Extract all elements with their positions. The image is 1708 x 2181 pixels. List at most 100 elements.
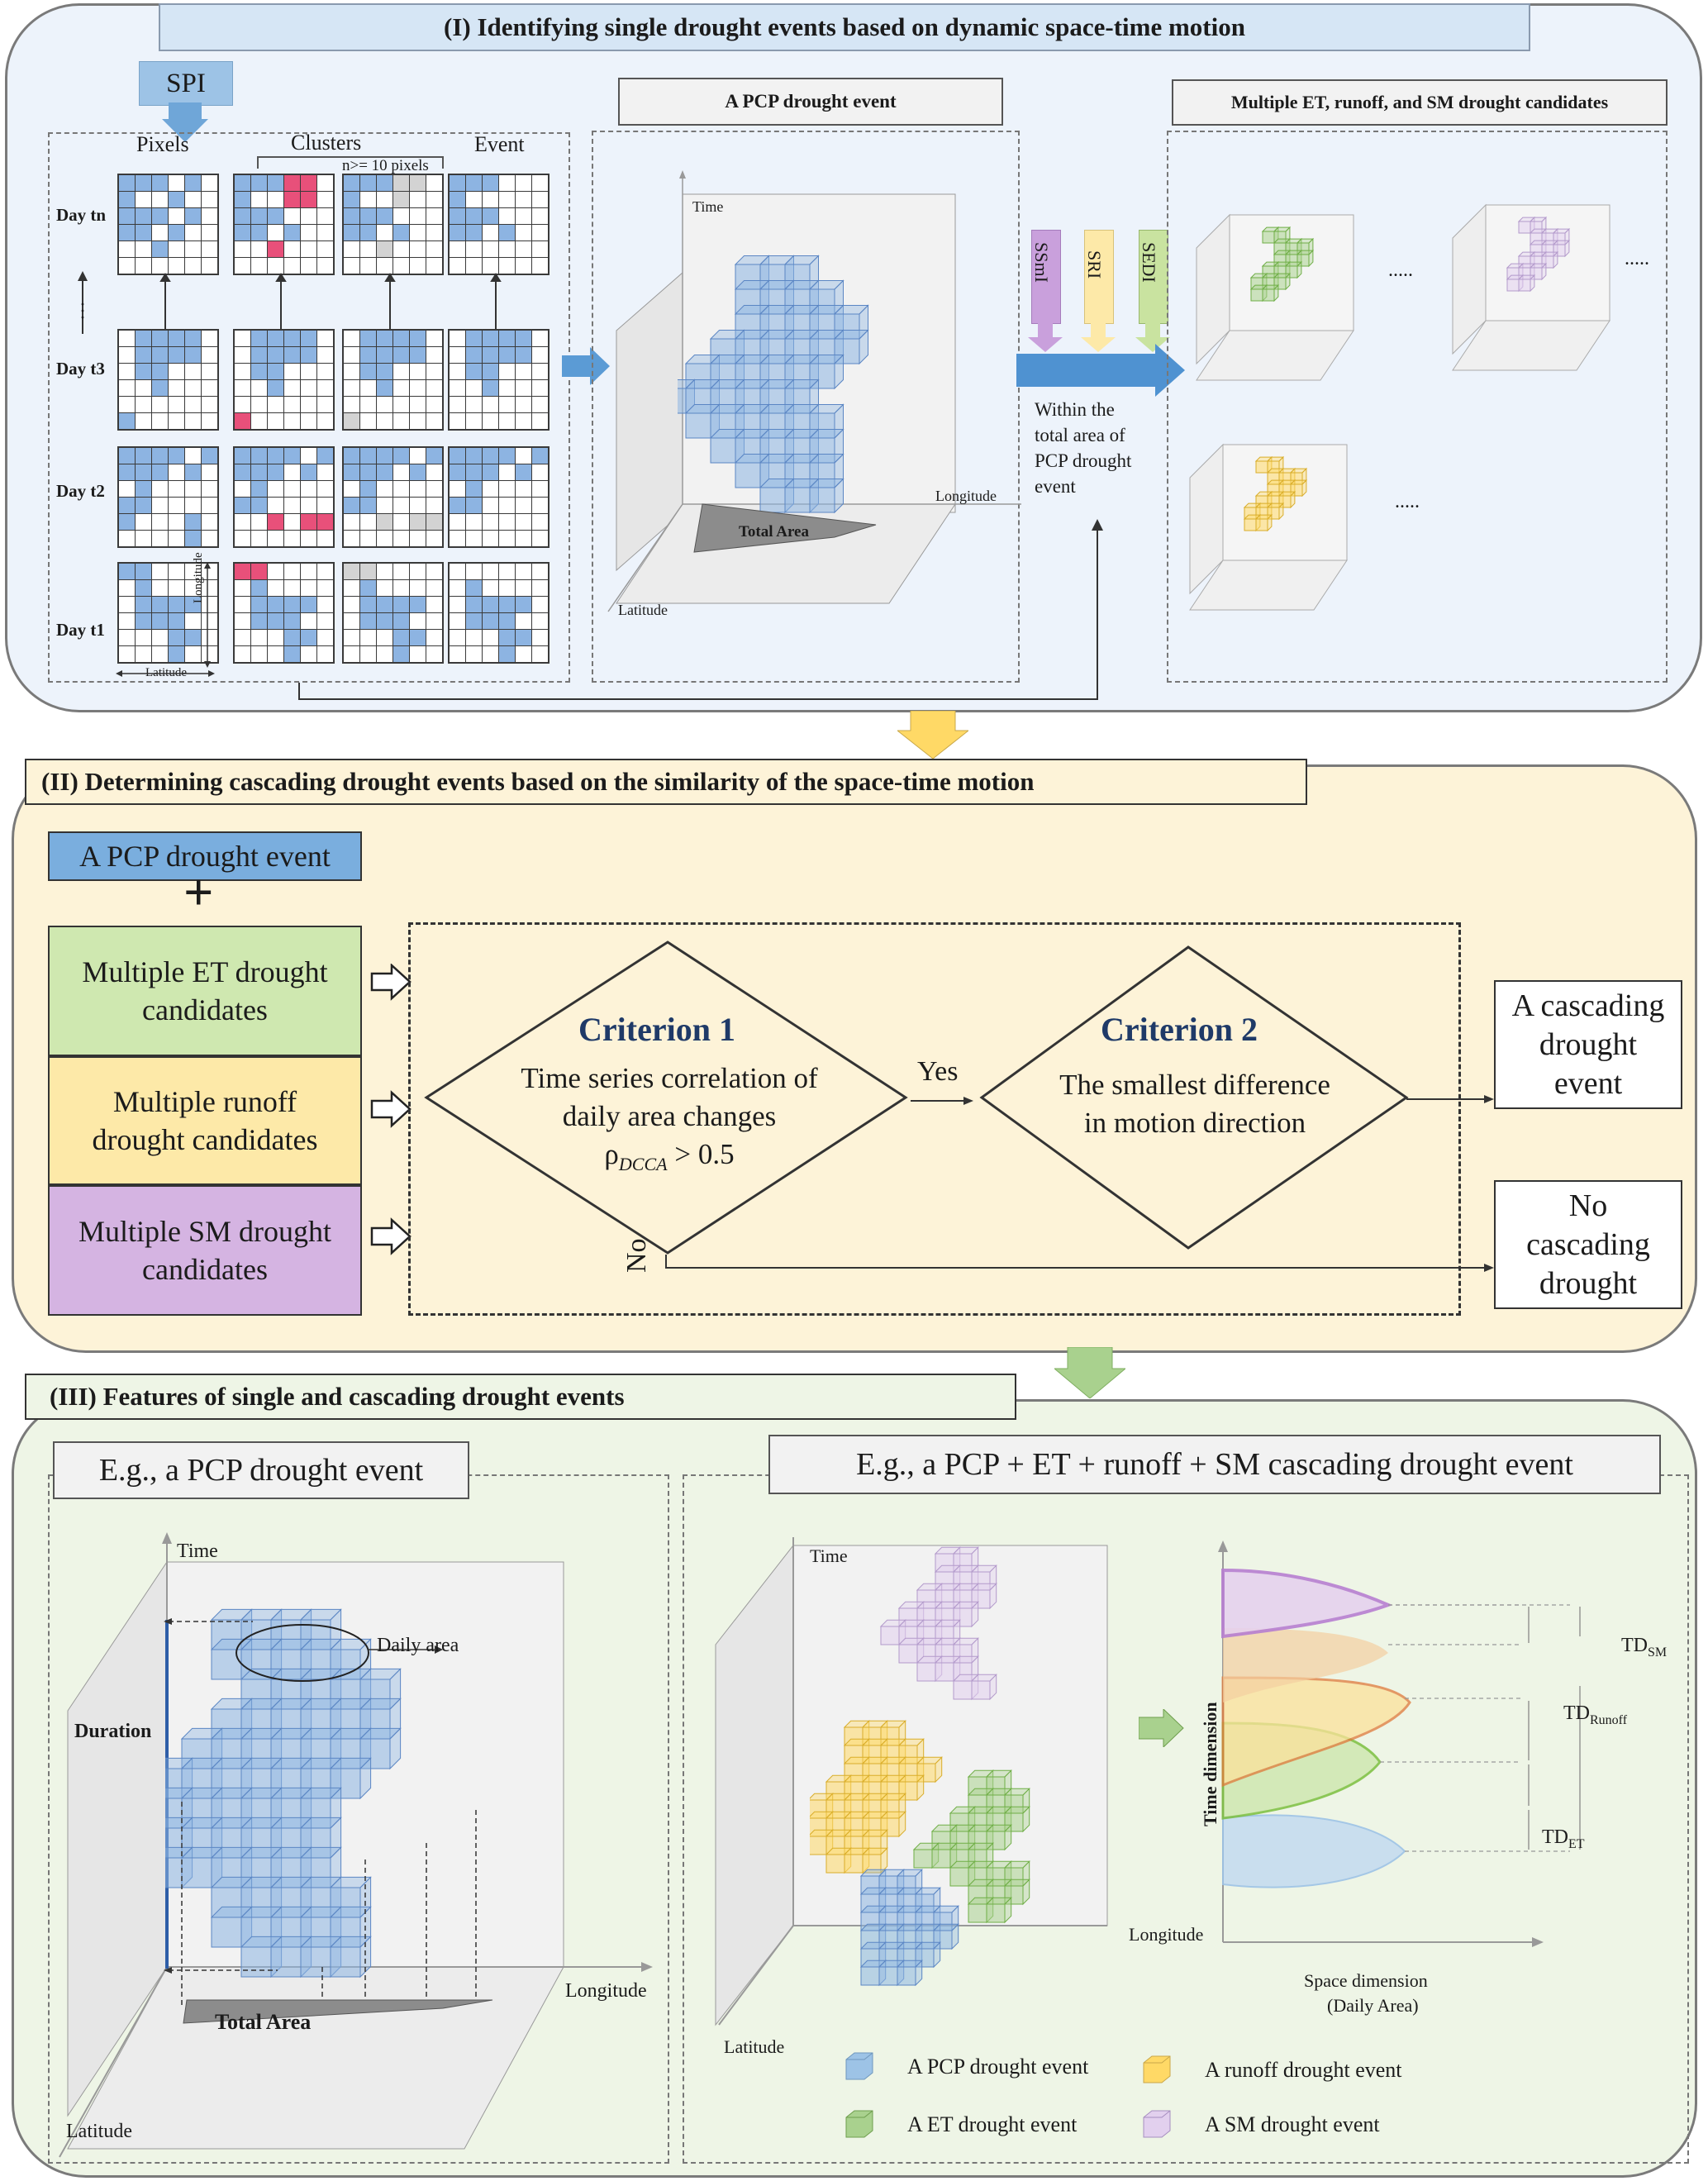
pcp-total-area-label: Total Area: [739, 523, 809, 540]
legend-runoff-icon: [1143, 2055, 1171, 2083]
cluster-bracket: [257, 156, 444, 169]
grid-clusters2-t1: [342, 562, 444, 664]
legend-sm-label: A SM drought event: [1205, 2112, 1380, 2136]
panel3-title: (III) Features of single and cascading d…: [25, 1374, 1016, 1420]
spi-down-arrow: [162, 102, 208, 142]
grid-up-arrows: [159, 273, 502, 329]
grid-clusters-t3: [233, 329, 335, 431]
legend-pcp-icon: [845, 2052, 873, 2080]
daily-area-paren-label: (Daily Area): [1327, 1995, 1419, 2016]
pcp-cube-longitude: Longitude: [935, 488, 997, 504]
runoff-candidate-cube: [1189, 443, 1348, 611]
pcp-total-area: [693, 503, 877, 553]
pcp-event-box-2: A PCP drought event: [48, 831, 362, 881]
voxel: [808, 354, 844, 390]
index-sedi-bar: SEDI: [1139, 230, 1168, 324]
day-ellipsis: ···: [79, 294, 86, 329]
grid-event-t3: [448, 329, 550, 431]
voxel: [359, 1727, 402, 1770]
voxel: [1296, 249, 1315, 268]
time-dimension-label: Time dimension: [1200, 1702, 1220, 1826]
day-t2-label: Day t2: [56, 481, 105, 501]
voxel: [808, 478, 844, 514]
td-runoff-label: TDRunoff: [1563, 1702, 1628, 1727]
voxel: [932, 1923, 959, 1950]
grid-pixels-t3: [117, 329, 219, 431]
no-label: No: [621, 1238, 652, 1273]
left-latitude-label: Latitude: [66, 2121, 132, 2142]
grid-pixels-tn: [117, 174, 219, 275]
voxel: [1517, 274, 1536, 293]
down-arrow-2: [1054, 1347, 1125, 1398]
to-curves-arrow: [1139, 1709, 1184, 1747]
sm-candidate-cube: [1452, 203, 1610, 371]
candidate-arrows: [370, 964, 412, 1255]
et-candidate-cube: [1196, 213, 1354, 381]
left-guides: [164, 1618, 493, 2024]
voxel: [879, 1811, 906, 1838]
grid-clusters-t2: [233, 446, 335, 548]
pcp-cube-time: Time: [692, 198, 724, 215]
ellipsis-2: .....: [1625, 248, 1649, 269]
grid-clusters2-t3: [342, 329, 444, 431]
grid-event-t2: [448, 446, 550, 548]
right-longitude-label: Longitude: [1129, 1924, 1204, 1945]
grid-longitude-arrow: [204, 562, 211, 668]
pcp-cube-latitude: Latitude: [618, 602, 668, 618]
legend-sm-icon: [1143, 2110, 1171, 2138]
voxel: [896, 1960, 923, 1987]
legend-et-icon: [845, 2110, 873, 2138]
plus-sign: +: [183, 863, 214, 921]
right-latitude-label: Latitude: [724, 2036, 785, 2057]
criteria-diamonds: [424, 940, 1409, 1255]
legend-runoff-label: A runoff drought event: [1205, 2058, 1402, 2082]
right-cube-voxels: [810, 1546, 1030, 1987]
yes-label: Yes: [917, 1056, 959, 1087]
voxel: [1254, 513, 1273, 532]
left-time-label: Time: [177, 1541, 218, 1562]
voxel: [1261, 283, 1280, 302]
day-t3-label: Day t3: [56, 359, 105, 379]
td-sm-label: TDSM: [1621, 1635, 1668, 1660]
feedback-line-arrow: [298, 519, 1103, 700]
voxel: [861, 1847, 888, 1874]
panel2-title: (II) Determining cascading drought event…: [25, 759, 1307, 805]
day-sequence-arrow: [78, 271, 88, 334]
flow-arrows: [665, 1095, 1494, 1272]
cluster-threshold: n>= 10 pixels: [342, 157, 429, 174]
voxel: [1273, 272, 1292, 291]
grid-latitude-arrow: [116, 670, 215, 677]
grid-pixels-t1: [117, 562, 219, 664]
voxel: [329, 1936, 372, 1979]
left-cube-voxels: [165, 1608, 402, 1979]
duration-label: Duration: [74, 1721, 152, 1742]
criterion1-title: Criterion 1: [578, 1011, 735, 1048]
left-longitude-label: Longitude: [565, 1980, 647, 2002]
grid-event-tn: [448, 174, 550, 275]
to-pcp-arrow: [562, 347, 610, 385]
space-dimension-label: Space dimension: [1304, 1970, 1428, 1991]
index-sri-bar: SRI: [1084, 230, 1114, 324]
left-example-title: E.g., a PCP drought event: [53, 1441, 469, 1499]
down-arrow-1: [897, 711, 968, 759]
td-et-label: TDET: [1542, 1826, 1585, 1851]
grid-clusters2-t2: [342, 446, 444, 548]
pcp-event-title: A PCP drought event: [618, 78, 1003, 126]
event-header: Event: [474, 132, 525, 156]
candidates-box: [1167, 131, 1668, 683]
td-curves: [1218, 1541, 1581, 1947]
criterion2-title: Criterion 2: [1101, 1011, 1258, 1048]
panel1-title: (I) Identifying single drought events ba…: [159, 3, 1530, 51]
grid-clusters-t1: [233, 562, 335, 664]
legend-pcp-label: A PCP drought event: [907, 2055, 1089, 2079]
right-example-title: E.g., a PCP + ET + runoff + SM cascading…: [768, 1435, 1661, 1494]
grid-clusters2-tn: [342, 174, 444, 275]
legend-et-label: A ET drought event: [907, 2112, 1078, 2136]
spi-box: SPI: [139, 61, 233, 106]
